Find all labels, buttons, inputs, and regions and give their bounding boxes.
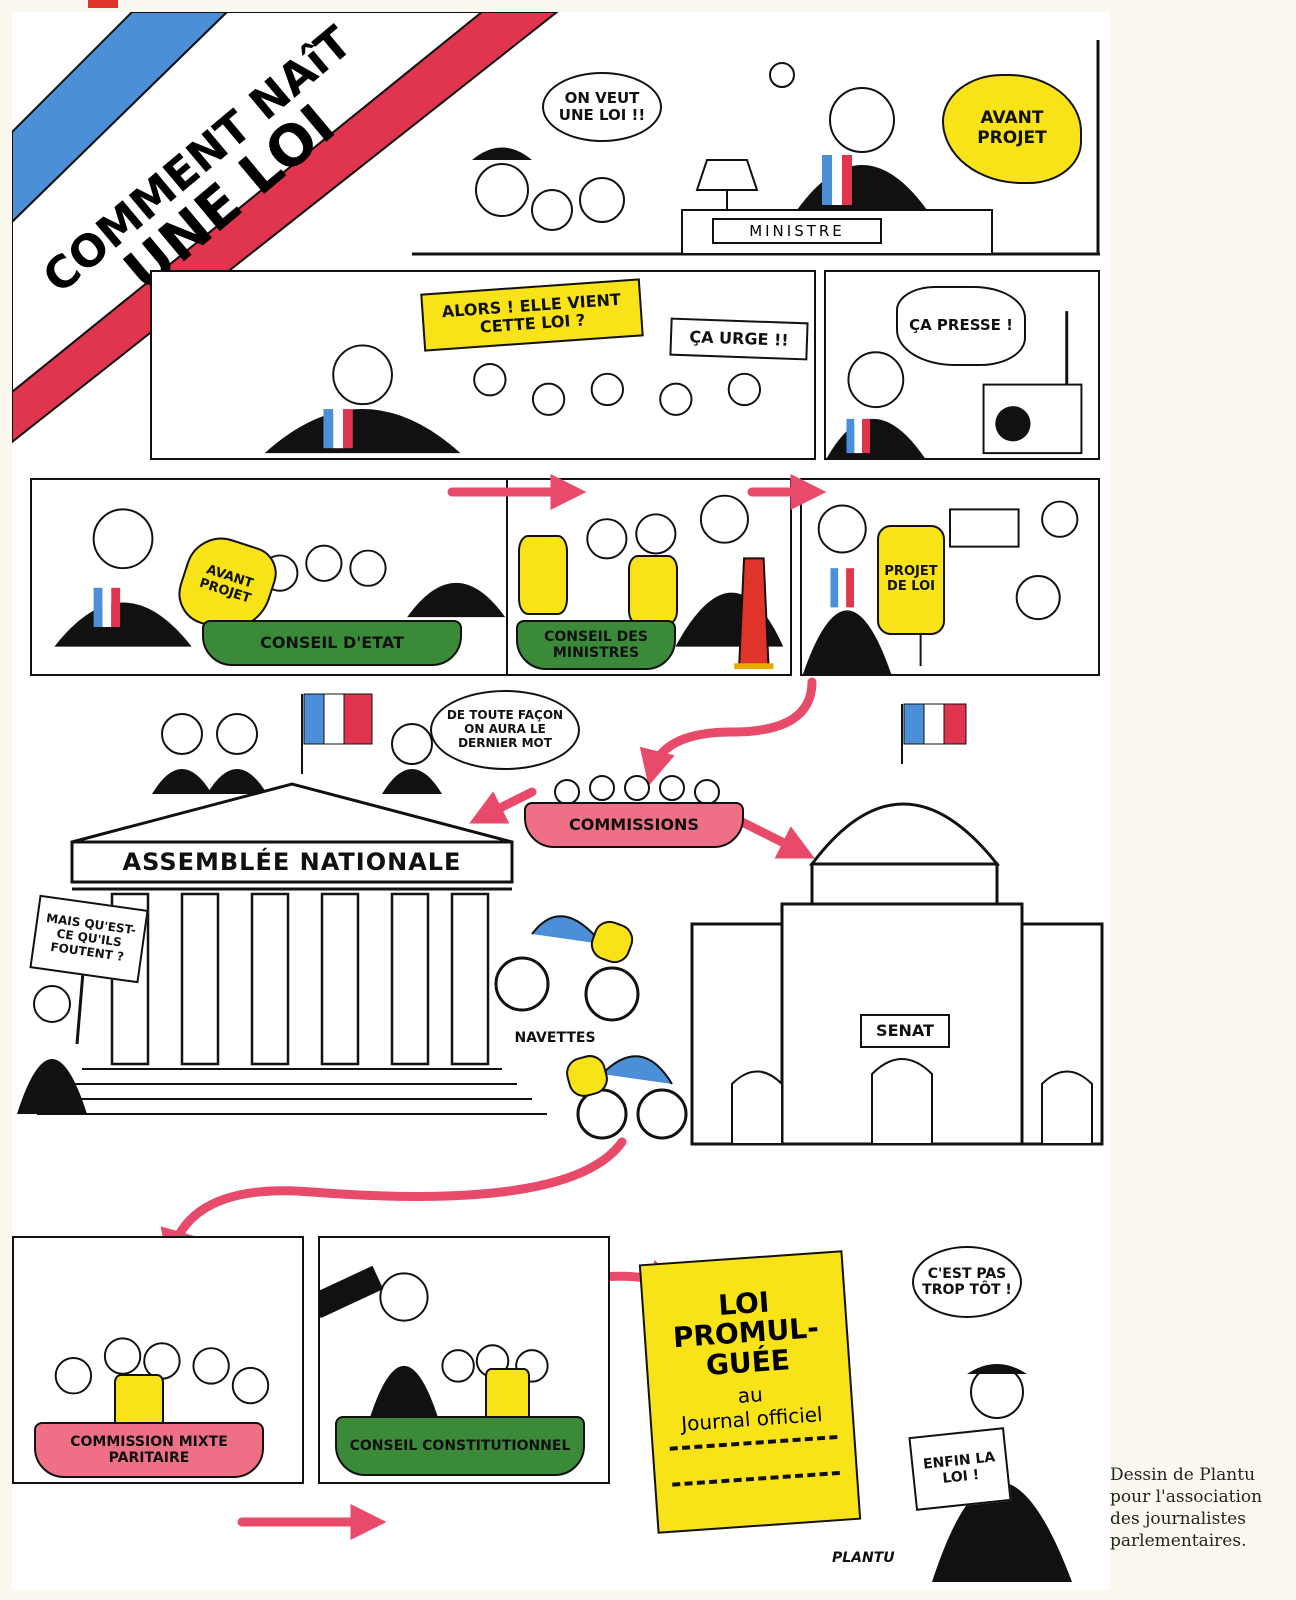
dernier-mot-bubble: DE TOUTE FAÇON ON AURA LE DERNIER MOT (430, 690, 580, 770)
title-band (12, 12, 559, 444)
conseil-ministres-table: CONSEIL DES MINISTRES (516, 620, 676, 670)
plantu-signature: PLANTU (832, 1550, 895, 1566)
avant-projet-blob: AVANT PROJET (942, 74, 1082, 184)
promulgation-poster: LOI PROMUL-GUÉE au Journal officiel (638, 1250, 862, 1534)
panel-conseil-constitutionnel: CONSEIL CONSTITUTIONNEL (318, 1236, 610, 1484)
panel-commission-mixte: COMMISSION MIXTE PARITAIRE (12, 1236, 304, 1484)
panel-ca-presse: ÇA PRESSE ! (824, 270, 1100, 460)
caption-line-3: des journalistes (1110, 1509, 1246, 1529)
middle-scene: DE TOUTE FAÇON ON AURA LE DERNIER MOT CO… (12, 684, 1110, 1152)
corner-mark (88, 0, 118, 8)
crowd-speech-bubble: ON VEUT UNE LOI !! (542, 72, 662, 142)
panel-conseil-ministres: CONSEIL DES MINISTRES (506, 478, 792, 676)
caption-line-4: parlementaires. (1110, 1531, 1247, 1551)
panel-minister: ON VEUT UNE LOI !! AVANT PROJET MINISTRE (302, 40, 1100, 256)
caption-line-2: pour l'association (1110, 1487, 1263, 1507)
cartoon-sheet: COMMENT NAîT UNE LOI ON VEUT UNE (12, 12, 1110, 1590)
panel-conseil-etat: AVANT PROJET CONSEIL D'ETAT (30, 478, 510, 676)
poster-title: LOI PROMUL-GUÉE (671, 1285, 820, 1382)
ministre-desk-label: MINISTRE (712, 218, 882, 244)
navettes-label: NAVETTES (514, 1030, 596, 1046)
assemblee-nationale-label: ASSEMBLÉE NATIONALE (122, 848, 462, 876)
ca-presse-bubble: ÇA PRESSE ! (896, 286, 1026, 366)
conseil-constitutionnel-table: CONSEIL CONSTITUTIONNEL (335, 1416, 585, 1476)
caption-line-1: Dessin de Plantu (1110, 1465, 1256, 1485)
senat-sign: SENAT (860, 1014, 950, 1048)
poster-text-lines (669, 1435, 841, 1487)
reader-figure (932, 1364, 1072, 1582)
cmp-table: COMMISSION MIXTE PARITAIRE (34, 1422, 264, 1478)
reader-newspaper: ENFIN LA LOI ! (908, 1427, 1012, 1511)
protest-sign: MAIS QU'EST-CE QU'ILS FOUTENT ? (29, 894, 149, 984)
cc-document (485, 1368, 530, 1423)
panel-projet-de-loi: PROJET DE LOI (800, 478, 1100, 676)
conseil-etat-table: CONSEIL D'ETAT (202, 620, 462, 666)
reader-speech-bubble: C'EST PAS TROP TÔT ! (912, 1246, 1022, 1318)
panel-protest: ALORS ! ELLE VIENT CETTE LOI ? ÇA URGE !… (150, 270, 816, 460)
image-caption: Dessin de Plantu pour l'association des … (1110, 1464, 1290, 1552)
projet-de-loi-paper: PROJET DE LOI (877, 525, 945, 635)
document-paper-left (518, 535, 568, 615)
commissions-table: COMMISSIONS (524, 802, 744, 848)
